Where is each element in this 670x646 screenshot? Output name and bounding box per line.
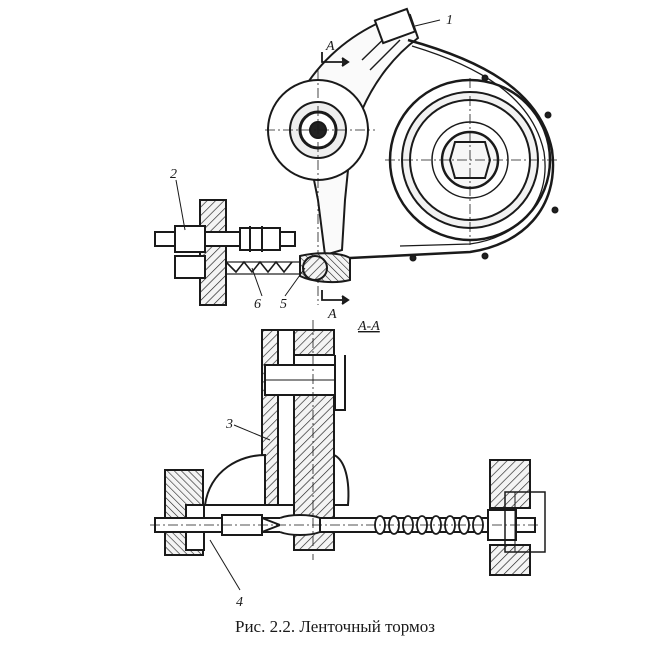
section-marks bbox=[321, 52, 350, 305]
callout-1: 1 bbox=[446, 13, 453, 28]
section-title: А-А bbox=[357, 319, 380, 334]
callout-4: 4 bbox=[236, 595, 243, 610]
callout-6: 6 bbox=[254, 297, 261, 312]
tension-rod bbox=[154, 199, 351, 306]
figure-caption: Рис. 2.2. Ленточный тормоз bbox=[234, 617, 435, 636]
brake-band bbox=[349, 38, 559, 262]
callout-leaders bbox=[175, 19, 441, 591]
section-mark-top: А bbox=[325, 39, 335, 54]
centre-lines bbox=[265, 70, 560, 305]
section-mark-bottom: А bbox=[327, 307, 337, 322]
callout-3: 3 bbox=[225, 417, 233, 432]
callout-5: 5 bbox=[280, 297, 287, 312]
brake-lever bbox=[298, 7, 420, 257]
section-view bbox=[150, 320, 546, 576]
callout-2: 2 bbox=[170, 167, 177, 182]
